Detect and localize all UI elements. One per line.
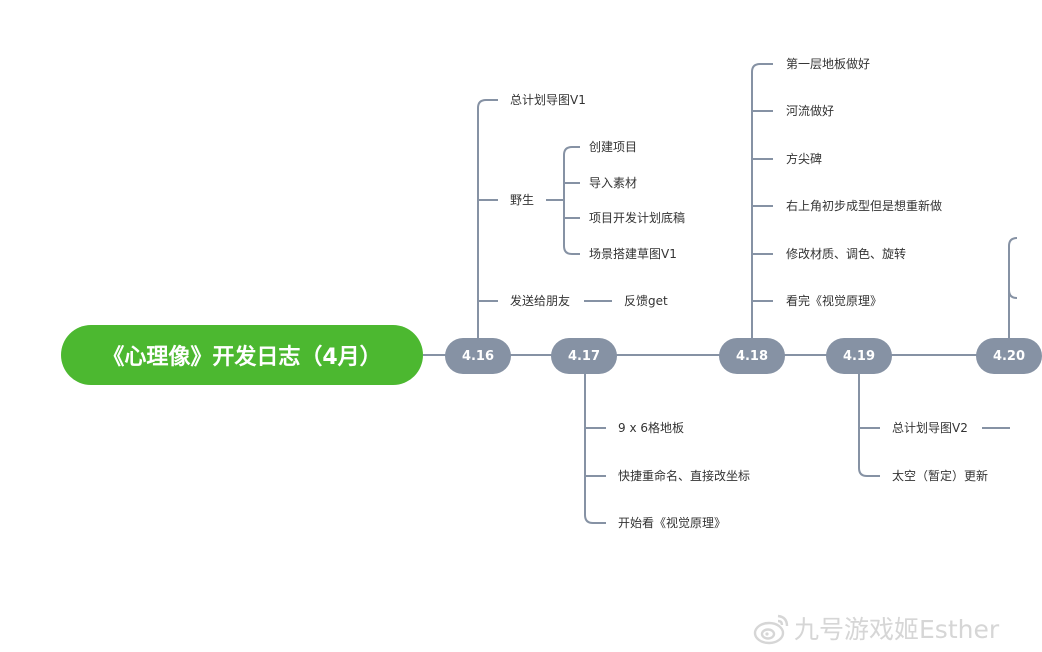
date-node-416[interactable]: 4.16 xyxy=(445,338,511,374)
topic-419-item[interactable]: 总计划导图V2 xyxy=(892,421,968,435)
bracket-wild xyxy=(563,146,580,200)
topic-419-item[interactable]: 太空（暂定）更新 xyxy=(892,469,989,483)
topic-416-feedback[interactable]: 反馈get xyxy=(624,294,668,308)
topic-416-plan-v1[interactable]: 总计划导图V1 xyxy=(510,93,586,107)
topic-417-item[interactable]: 快捷重命名、直接改坐标 xyxy=(618,469,751,483)
topic-418-item[interactable]: 右上角初步成型但是想重新做 xyxy=(786,199,943,213)
topic-417-item[interactable]: 9 x 6格地板 xyxy=(618,421,685,435)
date-node-420[interactable]: 4.20 xyxy=(976,338,1042,374)
root-topic[interactable]: 《心理像》开发日志（4月） xyxy=(61,325,423,385)
date-node-418[interactable]: 4.18 xyxy=(719,338,785,374)
trunk-420 xyxy=(1008,237,1018,338)
topic-416-wild-child[interactable]: 项目开发计划底稿 xyxy=(589,211,686,225)
topic-416-wild-child[interactable]: 导入素材 xyxy=(589,176,638,190)
weibo-logo-icon xyxy=(753,614,789,645)
topic-418-item[interactable]: 方尖碑 xyxy=(786,152,823,166)
watermark-text: 九号游戏姬Esther xyxy=(794,615,1000,644)
topic-418-item[interactable]: 修改材质、调色、旋转 xyxy=(786,247,907,261)
topic-416-wild[interactable]: 野生 xyxy=(510,193,535,207)
topic-416-send[interactable]: 发送给朋友 xyxy=(510,294,571,308)
topic-418-item[interactable]: 看完《视觉原理》 xyxy=(786,294,883,308)
date-node-419[interactable]: 4.19 xyxy=(826,338,892,374)
topic-417-item[interactable]: 开始看《视觉原理》 xyxy=(618,516,727,530)
topic-418-item[interactable]: 河流做好 xyxy=(786,104,835,118)
mindmap-connectors xyxy=(423,63,1018,524)
trunk-418 xyxy=(751,63,773,338)
topic-416-wild-child[interactable]: 创建项目 xyxy=(589,140,638,154)
trunk-417 xyxy=(584,374,606,524)
watermark: 九号游戏姬Esther xyxy=(752,608,999,648)
trunk-419 xyxy=(858,374,880,477)
topic-416-wild-child[interactable]: 场景搭建草图V1 xyxy=(589,247,677,261)
trunk-416 xyxy=(477,99,498,338)
topic-418-item[interactable]: 第一层地板做好 xyxy=(786,57,871,71)
date-node-417[interactable]: 4.17 xyxy=(551,338,617,374)
